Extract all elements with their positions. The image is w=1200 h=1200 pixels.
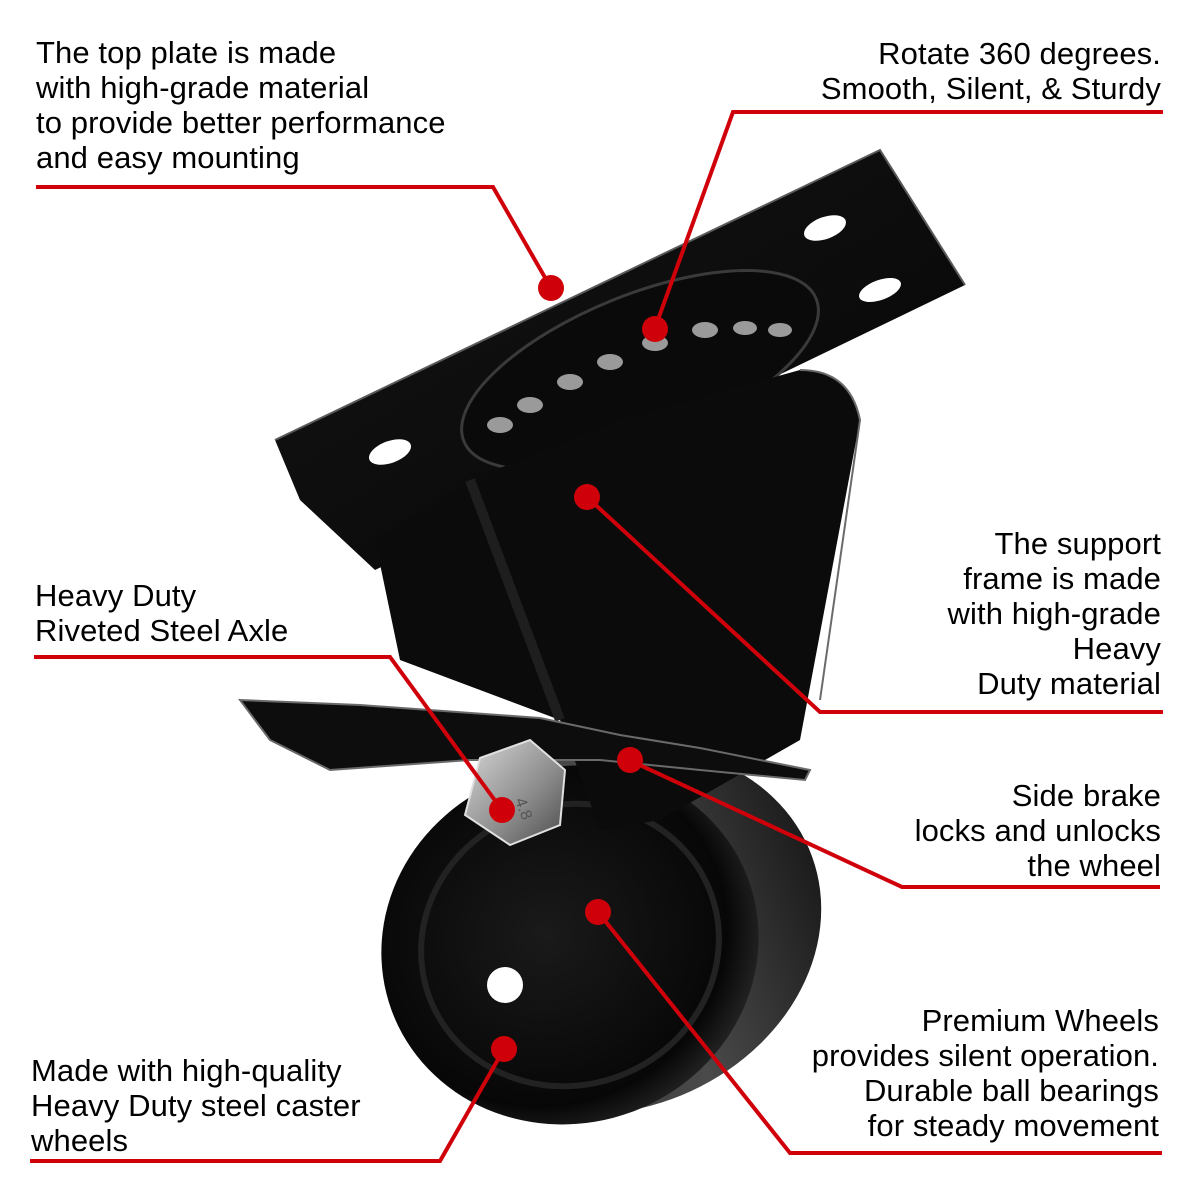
callout-swivel: Rotate 360 degrees. Smooth, Silent, & St…	[820, 36, 1161, 106]
callout-wheel: Made with high-quality Heavy Duty steel …	[31, 1053, 361, 1158]
marker-dot-wheel	[491, 1036, 517, 1062]
leader-line-wheel	[30, 1048, 506, 1163]
callout-axle: Heavy Duty Riveted Steel Axle	[35, 578, 289, 648]
leader-line-axle	[34, 655, 504, 812]
mount-hole	[859, 277, 901, 303]
axle-bolt: 4.8	[463, 738, 567, 847]
bolt-marking: 4.8	[511, 796, 535, 823]
mount-hole	[368, 439, 412, 465]
support-frame	[375, 369, 862, 830]
callout-bearings: Premium Wheels provides silent operation…	[811, 1003, 1159, 1143]
leader-line-swivel	[653, 110, 1163, 329]
mount-hole	[803, 215, 847, 241]
callout-brake: Side brake locks and unlocks the wheel	[914, 778, 1161, 883]
marker-dot-top-plate	[538, 275, 564, 301]
marker-dot-swivel	[642, 316, 668, 342]
side-brake	[237, 698, 812, 782]
marker-dot-support-frame	[574, 484, 600, 510]
marker-dot-bearings	[585, 899, 611, 925]
leader-line-top-plate	[36, 185, 553, 289]
leader-line-brake	[628, 758, 1160, 889]
leader-line-support-frame	[585, 495, 1163, 714]
callout-support-frame: The support frame is made with high-grad…	[947, 526, 1161, 701]
callout-top-plate: The top plate is made with high-grade ma…	[36, 35, 446, 175]
wheel-hole	[487, 967, 523, 1003]
marker-dot-axle	[489, 797, 515, 823]
marker-dot-brake	[617, 747, 643, 773]
leader-line-bearings	[596, 910, 1162, 1155]
